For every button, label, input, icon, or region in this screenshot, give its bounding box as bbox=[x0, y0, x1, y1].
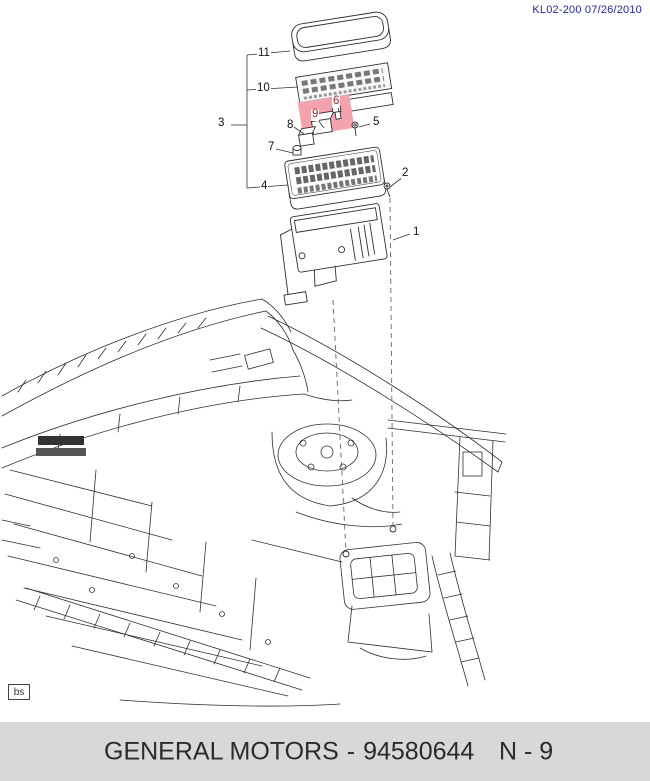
fuse-block-cover bbox=[291, 11, 391, 62]
part-7 bbox=[292, 145, 302, 156]
mounting-leader-lines bbox=[332, 197, 394, 553]
callout-5[interactable]: 5 bbox=[372, 116, 381, 129]
lower-housing bbox=[280, 203, 388, 306]
callout-11[interactable]: 11 bbox=[257, 47, 271, 60]
callout-4[interactable]: 4 bbox=[260, 180, 269, 193]
callout-7[interactable]: 7 bbox=[267, 141, 276, 154]
callout-10[interactable]: 10 bbox=[256, 82, 271, 95]
callout-8[interactable]: 8 bbox=[286, 119, 295, 132]
diagram-area: 11 10 3 9 6 8 5 7 4 2 1 bbox=[1, 11, 507, 707]
document-code: KL02-200 07/26/2010 bbox=[532, 4, 642, 16]
page-reference: N - 9 bbox=[499, 737, 554, 765]
fuse-block-assembly bbox=[280, 11, 394, 306]
vehicle-body-illustration bbox=[1, 298, 507, 707]
part-number: 94580644 bbox=[363, 737, 475, 765]
footer-separator: - bbox=[346, 737, 356, 765]
parts-diagram-svg bbox=[1, 11, 507, 707]
footer-part-title: GENERAL MOTORS-94580644 bbox=[104, 737, 474, 766]
bolt-2 bbox=[383, 182, 391, 198]
fuse-block-body bbox=[284, 146, 387, 210]
callout-3[interactable]: 3 bbox=[217, 117, 226, 130]
bolt-5 bbox=[351, 121, 359, 137]
brand-name: GENERAL MOTORS bbox=[104, 737, 339, 765]
callout-9[interactable]: 9 bbox=[311, 108, 320, 121]
footer-bar: GENERAL MOTORS-94580644 N - 9 bbox=[0, 722, 650, 781]
callout-2[interactable]: 2 bbox=[401, 167, 410, 180]
mounting-points bbox=[342, 525, 397, 558]
callout-1[interactable]: 1 bbox=[412, 226, 421, 239]
callout-6[interactable]: 6 bbox=[332, 95, 341, 108]
bs-marker: bs bbox=[8, 684, 30, 700]
